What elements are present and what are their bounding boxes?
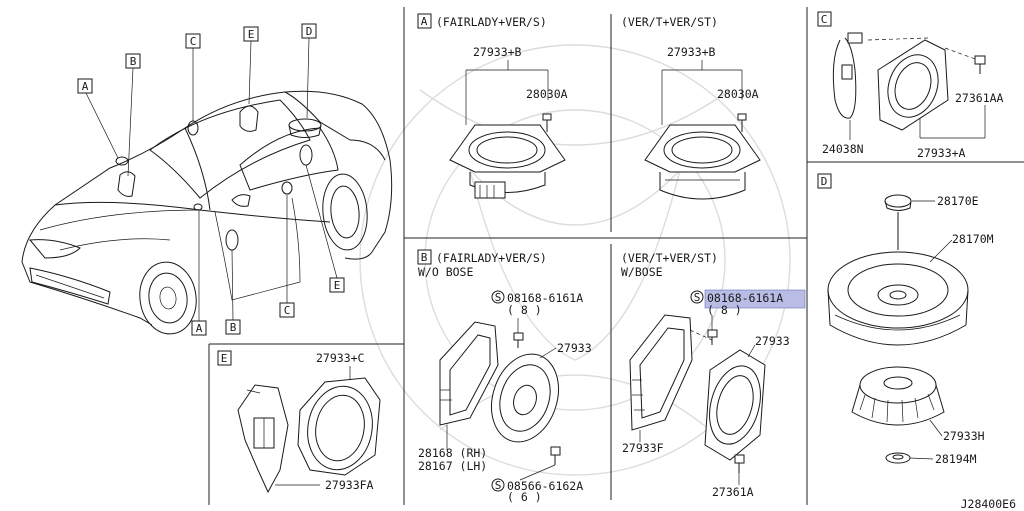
section-b-left-bracket xyxy=(439,321,499,450)
car-callout-c-top: C xyxy=(185,33,201,49)
section-b-right-screw-label: 27361A xyxy=(712,485,754,499)
section-c-speaker xyxy=(867,37,986,139)
section-b-left-screw xyxy=(519,446,561,481)
section-e-letter: E xyxy=(221,352,228,365)
svg-text:C: C xyxy=(284,304,291,317)
section-a-right-main-label: 27933+B xyxy=(667,45,716,59)
section-b-letter-box xyxy=(417,249,432,265)
section-b-left-title-1: (FAIRLADY+VER/S) xyxy=(436,251,547,265)
section-b-letter: B xyxy=(421,251,428,264)
section-c-letter-box xyxy=(817,11,832,27)
car-callout-b-top: B xyxy=(125,53,141,69)
section-b-right-speaker xyxy=(704,344,766,461)
section-a-left-title: (FAIRLADY+VER/S) xyxy=(436,15,547,29)
section-a-left-main-label: 27933+B xyxy=(473,45,522,59)
section-c-letter: C xyxy=(821,13,828,26)
car-callout-b-bottom: B xyxy=(225,319,241,335)
section-d-knob-label: 28170E xyxy=(937,194,979,208)
svg-text:E: E xyxy=(248,28,255,41)
section-b-right-speaker-label: 27933 xyxy=(755,334,790,348)
car-callout-e-bottom: E xyxy=(329,277,345,293)
car-leader-lines xyxy=(85,37,338,321)
svg-text:B: B xyxy=(230,321,237,334)
section-a-left-screw-label: 28030A xyxy=(526,87,568,101)
diagram-id: J28400E6 xyxy=(961,497,1016,511)
svg-text:E: E xyxy=(334,279,341,292)
section-c-harness-label: 24038N xyxy=(822,142,864,156)
section-a-right-title: (VER/T+VER/ST) xyxy=(621,15,718,29)
car-callout-c-bottom: C xyxy=(279,302,295,318)
svg-text:C: C xyxy=(190,35,197,48)
section-e-speaker-label: 27933+C xyxy=(316,351,365,365)
section-b-right-title-1: (VER/T+VER/ST) xyxy=(621,251,718,265)
car-callout-d-top: D xyxy=(301,23,317,39)
section-d-woofer-label: 28170M xyxy=(952,232,994,246)
section-d-letter: D xyxy=(821,175,828,188)
svg-text:A: A xyxy=(82,80,89,93)
section-b-right-title-2: W/BOSE xyxy=(621,265,663,279)
section-b-right-screw xyxy=(734,454,745,485)
section-b-left-speaker-label: 27933 xyxy=(557,341,592,355)
section-d-woofer xyxy=(827,239,969,346)
section-e-speaker xyxy=(297,366,381,476)
car-callout-a-top: A xyxy=(77,78,93,94)
section-b-left-bolt-qty: ( 8 ) xyxy=(507,303,542,317)
section-e-letter-box xyxy=(217,350,232,366)
section-d-enclosure-label: 27933H xyxy=(943,429,985,443)
section-b-left-bolt xyxy=(513,318,524,348)
section-b-right-bolt-highlight xyxy=(704,289,806,309)
car-callout-e-top: E xyxy=(243,26,259,42)
section-d-enclosure xyxy=(851,366,945,437)
section-b-left-title-2: W/O BOSE xyxy=(418,265,473,279)
section-b-left-screw-s-mark: S xyxy=(495,479,502,492)
section-a-left-tweeter xyxy=(449,124,566,199)
section-b-right-bolt xyxy=(707,315,718,345)
watermark-emblem xyxy=(359,44,791,476)
section-b-right-bracket-label: 27933F xyxy=(622,441,664,455)
section-a: A (FAIRLADY+VER/S) (VER/T+VER/ST) 27933+… xyxy=(417,13,761,200)
section-a-right-screw xyxy=(737,113,747,132)
section-b: B (FAIRLADY+VER/S) W/O BOSE (VER/T+VER/S… xyxy=(417,249,806,504)
section-c: C 27361AA 24038N 27933+A xyxy=(817,11,1004,160)
section-b-left-screw-label: 08566-6162A xyxy=(507,479,583,493)
section-a-left-screw xyxy=(542,113,552,132)
svg-text:B: B xyxy=(130,55,137,68)
section-c-harness xyxy=(832,32,863,140)
svg-text:D: D xyxy=(306,25,313,38)
car-illustration xyxy=(21,90,393,335)
section-c-speaker-label: 27933+A xyxy=(917,146,966,160)
car-callout-a-bottom: A xyxy=(191,320,207,336)
section-a-right-screw-label: 28030A xyxy=(717,87,759,101)
section-a-letter: A xyxy=(421,15,428,28)
svg-text:A: A xyxy=(196,322,203,335)
section-b-right-bracket xyxy=(629,314,693,442)
section-e: E 27933+C 27933FA xyxy=(217,350,381,494)
section-a-right-tweeter xyxy=(644,124,761,200)
section-b-left-bolt-s-mark: S xyxy=(495,291,502,304)
section-c-bolt xyxy=(974,55,986,74)
section-e-bracket xyxy=(237,384,320,494)
section-e-bracket-label: 27933FA xyxy=(325,478,374,492)
section-b-left-bracket-rh: 28168 (RH) xyxy=(418,446,487,460)
panel-frames xyxy=(208,7,1024,505)
section-b-right-bolt-label: 08168-6161A xyxy=(707,291,783,305)
section-d: D 28170E 28170M 27933H 28194M xyxy=(817,173,994,466)
section-d-grommet-label: 28194M xyxy=(935,452,977,466)
section-d-knob xyxy=(884,194,935,250)
section-b-right-bolt-s-mark: S xyxy=(694,291,701,304)
section-b-left-bracket-lh: 28167 (LH) xyxy=(418,459,487,473)
section-c-bolt-label: 27361AA xyxy=(955,91,1004,105)
section-b-right-bolt-qty: ( 8 ) xyxy=(707,303,742,317)
section-b-left-speaker xyxy=(491,347,559,443)
section-b-left-screw-qty: ( 6 ) xyxy=(507,490,542,504)
section-b-left-bolt-label: 08168-6161A xyxy=(507,291,583,305)
section-a-letter-box xyxy=(417,13,432,29)
section-d-grommet xyxy=(885,452,934,464)
section-d-letter-box xyxy=(817,173,832,189)
